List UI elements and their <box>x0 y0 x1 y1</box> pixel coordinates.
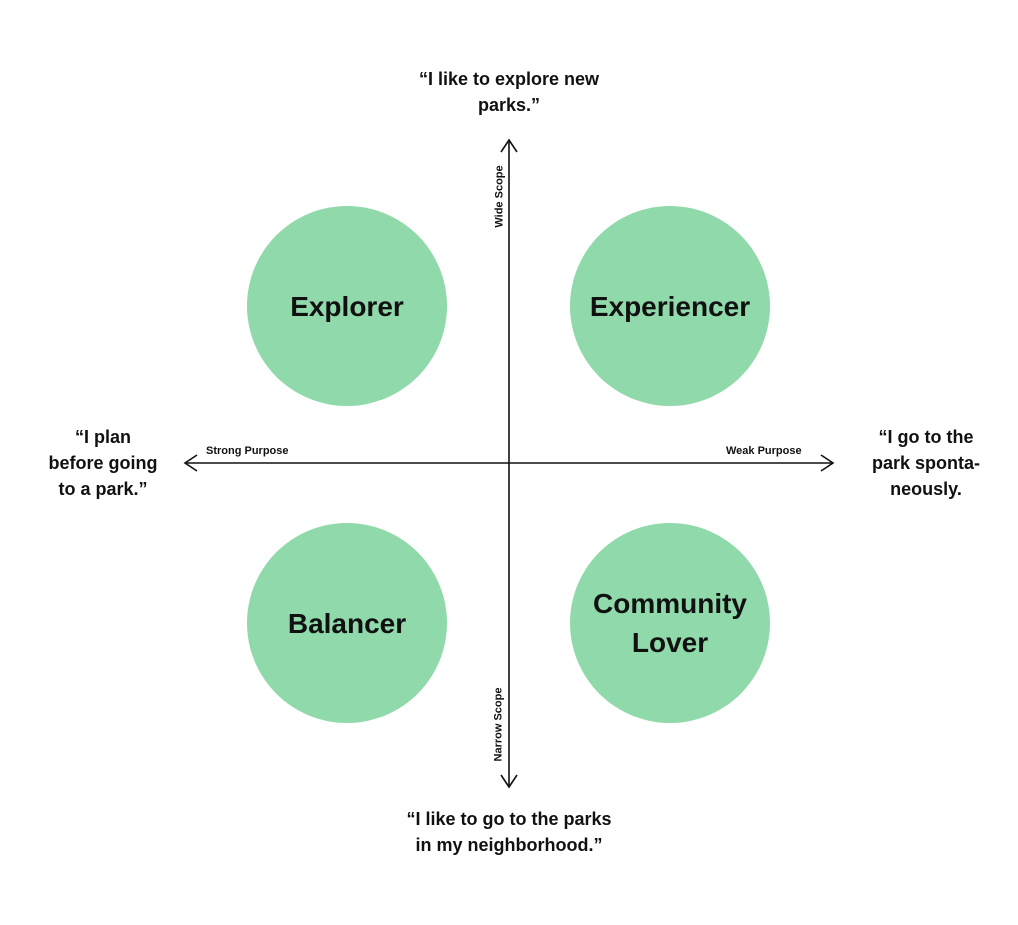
narrow-scope-label: Narrow Scope <box>492 687 505 762</box>
experiencer-circle: Experiencer <box>570 206 770 406</box>
arrow-down-icon <box>500 774 518 789</box>
bottom-quote: “I like to go to the parks in my neighbo… <box>406 809 612 855</box>
right-quote: “I go to the park sponta- neously. <box>871 427 981 499</box>
left-quote: “I plan before going to a park.” <box>48 427 158 499</box>
arrow-left-icon <box>183 454 198 472</box>
arrow-right-icon <box>820 454 835 472</box>
balancer-circle: Balancer <box>247 523 447 723</box>
top-quote: “I like to explore new parks.” <box>418 69 600 115</box>
community-lover-circle: Community Lover <box>570 523 770 723</box>
arrow-up-icon <box>500 138 518 153</box>
weak-purpose-label: Weak Purpose <box>726 445 802 457</box>
strong-purpose-label: Strong Purpose <box>206 445 289 457</box>
explorer-circle: Explorer <box>247 206 447 406</box>
wide-scope-label: Wide Scope <box>493 165 506 228</box>
